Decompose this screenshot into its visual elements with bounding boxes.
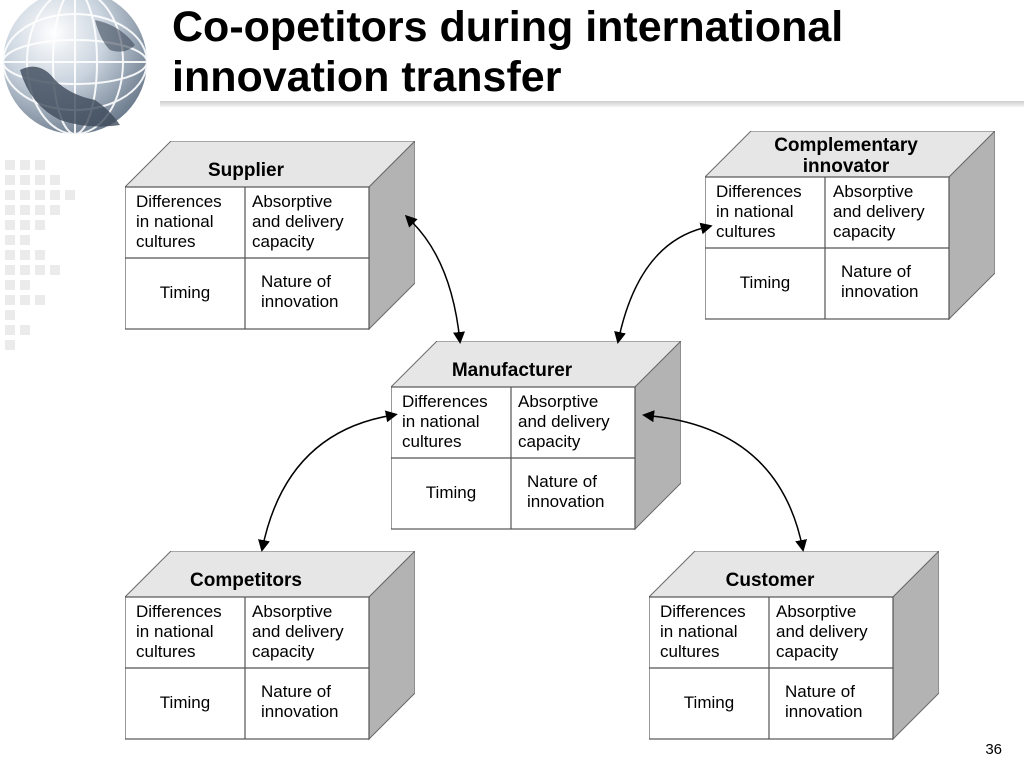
customer-label: Customer	[725, 570, 815, 591]
complementary-box-shape	[705, 131, 995, 321]
competitors-box-shape	[125, 551, 415, 741]
manufacturer-label: Manufacturer	[451, 360, 573, 381]
arrow-complementary-manufacturer	[614, 222, 713, 344]
timing-cell: Timing	[159, 693, 211, 712]
customer-box-shape	[649, 551, 939, 741]
complementary-innovator-label: Complementary innovator	[774, 135, 918, 177]
supplier-label: Supplier	[207, 160, 284, 181]
arrow-supplier-manufacturer	[404, 214, 465, 344]
competitors-label: Competitors	[190, 570, 302, 591]
page-number: 36	[985, 741, 1002, 758]
arrow-manufacturer-customer	[642, 410, 808, 552]
globe-logo	[2, 0, 148, 135]
title-line-2: innovation transfer	[172, 53, 562, 101]
timing-cell: Timing	[159, 283, 211, 302]
slide-title: Co-opetitors during international innova…	[172, 2, 992, 102]
grid-background	[5, 160, 75, 350]
arrow-manufacturer-competitors	[258, 410, 398, 552]
title-underline	[160, 101, 1024, 107]
timing-cell: Timing	[425, 483, 477, 502]
timing-cell: Timing	[683, 693, 735, 712]
supplier-box-shape	[125, 141, 415, 331]
timing-cell: Timing	[739, 273, 791, 292]
title-line-1: Co-opetitors during international	[172, 3, 844, 51]
